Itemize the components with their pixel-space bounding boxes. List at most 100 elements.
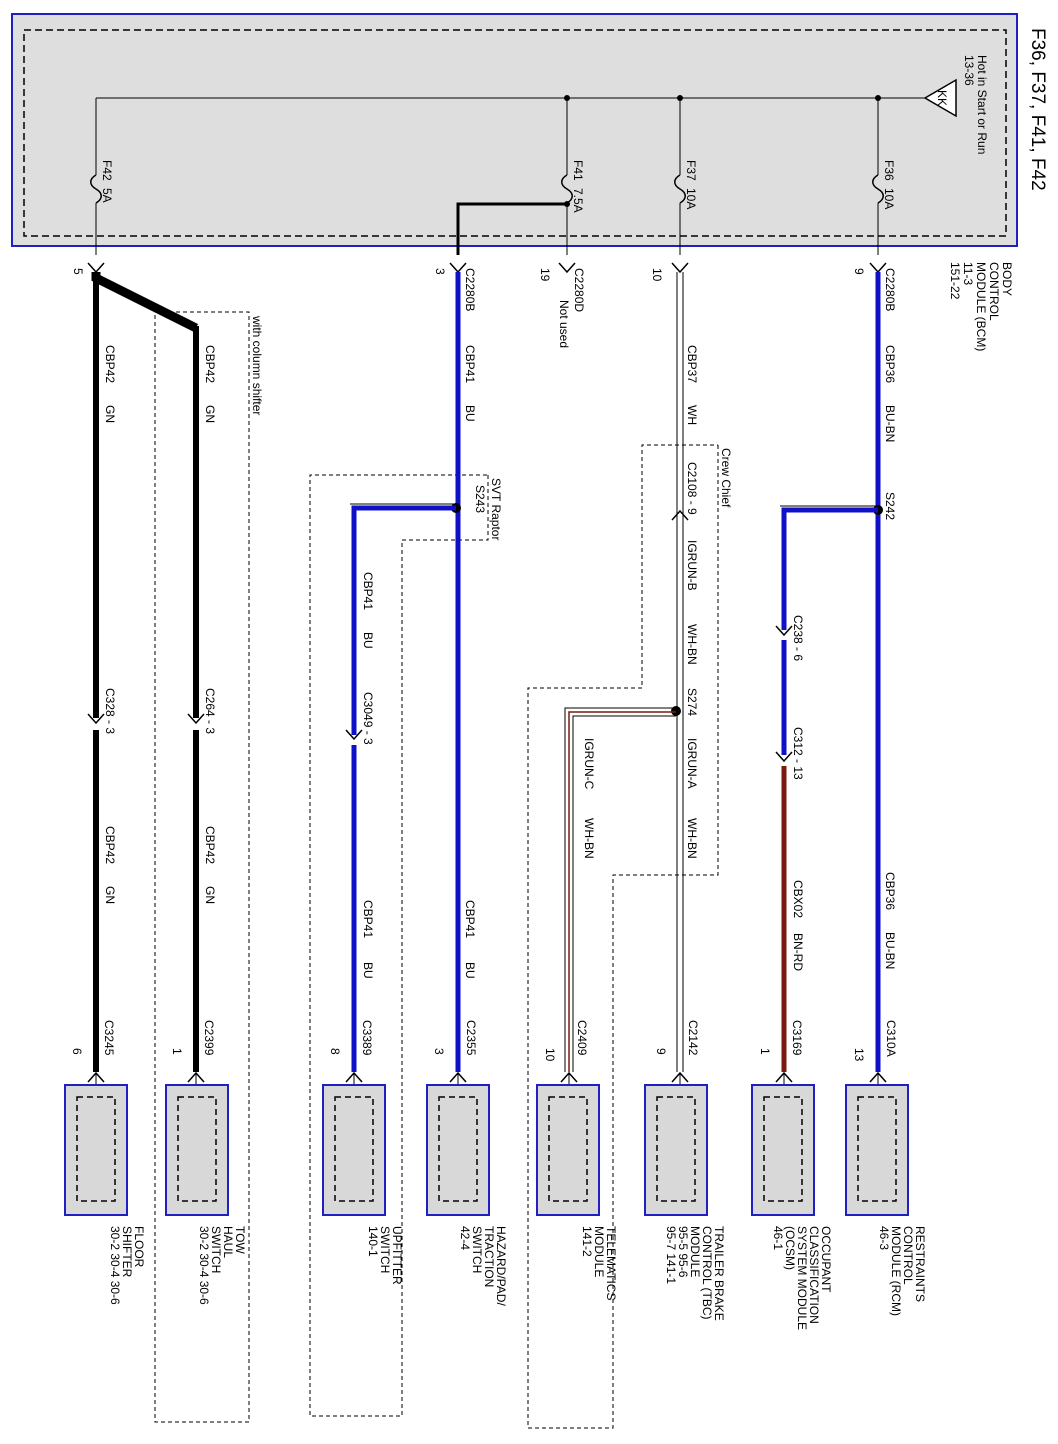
module-telematics-label-1: MODULE [592, 1226, 606, 1277]
svg-text:13-36: 13-36 [962, 55, 976, 86]
cbp41-top-color: BU [463, 405, 477, 422]
igrun-a-color: WH-BN [685, 818, 699, 859]
module-upfitter-pin: 8 [328, 1048, 342, 1055]
cbp41-branch-bot-circuit: CBP41 [361, 900, 375, 938]
cbp42-b-bot-circuit: CBP42 [203, 826, 217, 864]
module-upfitter-box [322, 1084, 386, 1216]
module-ocsm-label-3: (OCSM) [783, 1226, 797, 1270]
module-towhaul-label-0: TOW [233, 1226, 247, 1254]
cbp42-a-bot-color: GN [103, 886, 117, 904]
c264-label: C264 - 3 [203, 688, 217, 734]
cbx02-circuit: CBX02 [791, 880, 805, 918]
svg-text:7.5A: 7.5A [571, 188, 585, 213]
fuse-f37-label: F37 10A [684, 160, 698, 209]
svg-text:Hot in Start or Run: Hot in Start or Run [975, 55, 989, 154]
cbp36-top-color: BU-BN [883, 405, 897, 442]
c2280b-9-pin: 9 [852, 268, 866, 275]
cbp42-b-bot-color: GN [203, 886, 217, 904]
module-rcm-box [845, 1084, 909, 1216]
module-hazard-connector: C2355 [464, 1020, 478, 1056]
page-title: F36, F37, F41, F42 [1027, 28, 1048, 191]
module-ocsm-label-0: OCCUPANT [819, 1226, 833, 1293]
cbp41-branch-circuit: CBP41 [361, 572, 375, 610]
module-hazard-label-3: 42-4 [458, 1226, 472, 1250]
cbp41-branch-color: BU [361, 632, 375, 649]
module-tbc-label-2: MODULE [688, 1226, 702, 1277]
module-ocsm-box [751, 1084, 815, 1216]
module-ocsm-label-2: SYSTEM MODULE [795, 1226, 809, 1330]
bcm-inner-dashed [23, 29, 1007, 237]
svg-text:11-3: 11-3 [961, 262, 975, 285]
module-rcm-pin: 13 [852, 1048, 866, 1062]
igrun-c-color: WH-BN [582, 818, 596, 859]
module-towhaul-label-3: 30-2 30-4 30-6 [197, 1226, 211, 1305]
svg-text:151-22: 151-22 [948, 262, 962, 300]
cbp37-color: WH [685, 405, 699, 425]
c2108-label: C2108 - 9 [685, 462, 699, 515]
fuse-f42-label: F42 5A [100, 160, 114, 203]
module-towhaul-box [165, 1084, 229, 1216]
igrun-c-circuit: IGRUN-C [582, 738, 596, 790]
module-tbc-label-1: CONTROL (TBC) [700, 1226, 714, 1320]
module-upfitter-label-1: SWITCH [378, 1226, 392, 1273]
module-towhaul-label-2: SWITCH [209, 1226, 223, 1273]
crew-chief-label: Crew Chief [719, 448, 733, 508]
igrun-a-circuit: IGRUN-A [685, 738, 699, 789]
c328-label: C328 - 3 [103, 688, 117, 734]
ground-symbol-icon: KK [923, 78, 957, 118]
fuse-f41-label: F41 7.5A [571, 160, 585, 213]
cbp42-a-top-color: GN [103, 405, 117, 423]
s274-label: S274 [685, 688, 699, 716]
module-ocsm-connector: C3169 [790, 1020, 804, 1056]
cbp42-b-top-color: GN [203, 405, 217, 423]
module-rcm-connector: C310A [884, 1020, 898, 1057]
module-towhaul-pin: 1 [170, 1048, 184, 1055]
column-shifter-label: with column shifter [250, 315, 264, 415]
module-towhaul-connector: C2399 [202, 1020, 216, 1056]
module-hazard-pin: 3 [432, 1048, 446, 1055]
c2280b-3-pin: 3 [433, 268, 447, 275]
hot-in-start-run-label: Hot in Start or Run 13-36 [962, 55, 989, 154]
module-tbc-label-3: 95-5 95-6 [676, 1226, 690, 1278]
bcm-enclosure [11, 13, 1018, 247]
module-tbc-pin: 9 [654, 1048, 668, 1055]
svt-raptor-label: SVT Raptor [489, 478, 503, 540]
c3049-label: C3049 - 3 [361, 692, 375, 745]
module-ocsm-label-1: CLASSIFICATION [807, 1226, 821, 1324]
fuse-f41-icon [561, 174, 573, 204]
s242-label: S242 [883, 492, 897, 520]
cbp41-top-circuit: CBP41 [463, 345, 477, 383]
module-floor-label-0: FLOOR [132, 1226, 146, 1268]
svg-text:F36: F36 [882, 160, 896, 181]
s243-label: S243 [473, 485, 487, 513]
svg-text:5A: 5A [100, 188, 114, 203]
svg-text:F42: F42 [100, 160, 114, 181]
module-rcm-label-3: 46-3 [877, 1226, 891, 1250]
module-hazard-label-2: SWITCH [470, 1226, 484, 1273]
module-rcm-label-2: MODULE (RCM) [889, 1226, 903, 1316]
svt-raptor-region [309, 474, 489, 1417]
svg-text:KK: KK [935, 90, 949, 106]
cbp36-bot-circuit: CBP36 [883, 872, 897, 910]
module-tbc-label-4: 95-7 141-1 [664, 1226, 678, 1284]
c2280d-note: Not used [557, 300, 571, 348]
module-telematics-connector: C2409 [575, 1020, 589, 1056]
module-upfitter-connector: C3389 [360, 1020, 374, 1056]
fuse-f36-icon [872, 174, 884, 204]
module-rcm-label-1: CONTROL [901, 1226, 915, 1285]
module-floor-label-1: SHIFTER [120, 1226, 134, 1278]
cbp42-a-top-circuit: CBP42 [103, 345, 117, 383]
igrun-b-color: WH-BN [685, 624, 699, 665]
c2280d-name: C2280D [572, 268, 586, 312]
module-telematics-label-0: TELEMATICS [604, 1226, 618, 1300]
module-hazard-label-1: TRACTION [482, 1226, 496, 1287]
c2280b-9-name: C2280B [883, 268, 897, 311]
module-ocsm-label-4: 46-1 [771, 1226, 785, 1250]
svg-text:10A: 10A [882, 188, 896, 209]
module-tbc-label-0: TRAILER BRAKE [712, 1226, 726, 1321]
